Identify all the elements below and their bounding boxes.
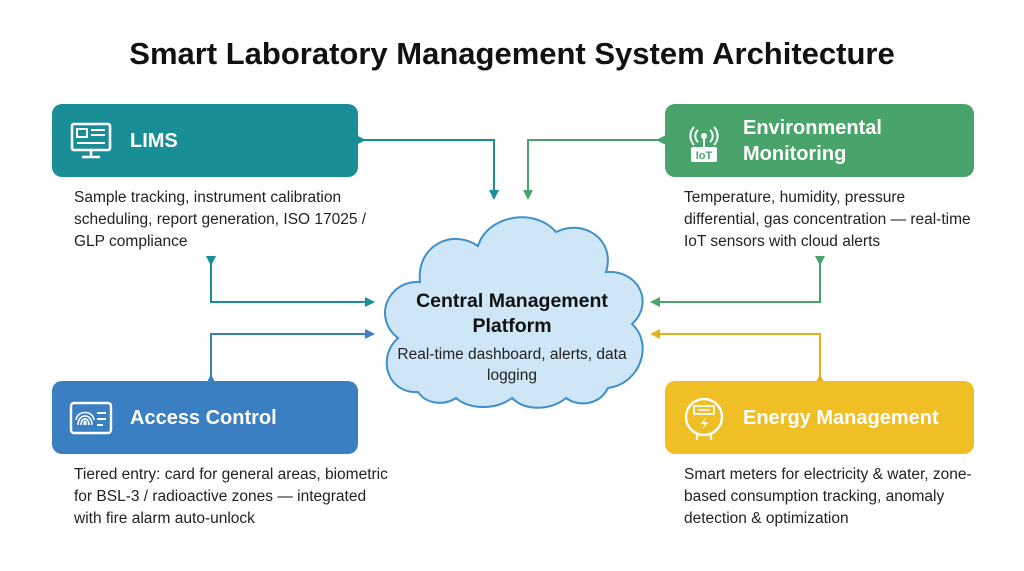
connector-lims-to-cloud — [356, 135, 499, 200]
energy-management-label: Energy Management — [743, 406, 939, 429]
computer-monitor-icon — [66, 116, 116, 166]
lims-description: Sample tracking, instrument calibration … — [74, 189, 367, 250]
environmental-monitoring-description: Temperature, humidity, pressure differen… — [684, 189, 971, 250]
energy-management-description: Smart meters for electricity & water, zo… — [684, 466, 972, 527]
diagram-title: Smart Laboratory Management System Archi… — [129, 36, 895, 71]
energy-management-module: Energy Management — [665, 381, 974, 454]
access-control-description: Tiered entry: card for general areas, bi… — [74, 466, 388, 527]
central-platform-title: Central Management Platform — [416, 290, 608, 337]
connector-env-desc-to-cloud — [650, 256, 825, 307]
iot-sensor-icon: IoT — [679, 116, 729, 166]
environmental-monitoring-module: IoT Environmental Monitoring — [665, 104, 974, 177]
environmental-monitoring-label: Environmental Monitoring — [743, 116, 882, 165]
access-control-module: Access Control — [52, 381, 358, 454]
iot-icon-text: IoT — [696, 150, 713, 162]
connector-energy-to-cloud — [650, 329, 825, 384]
connector-env-to-cloud — [523, 135, 666, 200]
access-control-label: Access Control — [130, 406, 277, 429]
lims-label: LIMS — [130, 129, 178, 152]
connector-access-to-cloud — [206, 329, 375, 384]
connector-lims-desc-to-cloud — [206, 256, 375, 307]
smart-meter-icon — [679, 393, 729, 443]
central-platform-subtitle: Real-time dashboard, alerts, data loggin… — [397, 346, 627, 384]
central-cloud-shape — [384, 216, 644, 409]
lims-module: LIMS — [52, 104, 358, 177]
fingerprint-card-icon — [66, 393, 116, 443]
